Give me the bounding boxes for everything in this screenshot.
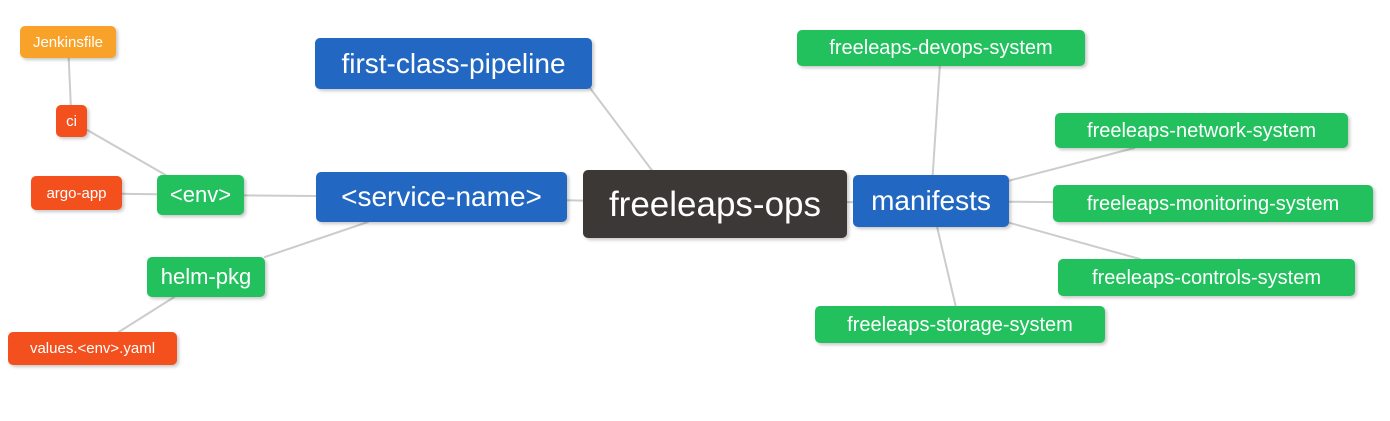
node-label: Jenkinsfile [32,33,104,51]
edge-manifests--freeleaps-devops-system [931,65,941,176]
node-freeleaps-monitoring-system[interactable]: freeleaps-monitoring-system [1053,185,1373,222]
node-first-class-pipeline[interactable]: first-class-pipeline [315,38,592,89]
node-label: freeleaps-storage-system [847,313,1073,336]
node-argo-app[interactable]: argo-app [31,176,122,210]
edge-argo-app--env [121,192,158,196]
node-freeleaps-devops-system[interactable]: freeleaps-devops-system [797,30,1085,66]
node-helm-pkg[interactable]: helm-pkg [147,257,265,297]
node-freeleaps-network-system[interactable]: freeleaps-network-system [1055,113,1348,148]
node-service-name[interactable]: <service-name> [316,172,567,222]
node-label: helm-pkg [160,264,252,289]
node-freeleaps-controls-system[interactable]: freeleaps-controls-system [1058,259,1355,296]
node-freeleaps-storage-system[interactable]: freeleaps-storage-system [815,306,1105,343]
edge-env--service-name [243,194,317,197]
edge-ci--env [86,128,167,176]
node-values-env-yaml[interactable]: values.<env>.yaml [8,332,177,365]
node-label: freeleaps-devops-system [829,37,1053,59]
node-ci[interactable]: ci [56,105,87,137]
node-label: manifests [871,185,991,216]
node-label: values.<env>.yaml [29,340,156,357]
node-env[interactable]: <env> [157,175,244,215]
node-jenkinsfile[interactable]: Jenkinsfile [20,26,116,58]
edge-helm-pkg--service-name [263,221,369,258]
node-label: ci [66,112,77,130]
node-label: freeleaps-network-system [1087,119,1316,142]
edge-values-env-yaml--helm-pkg [117,296,176,333]
node-label: <env> [169,182,232,207]
edge-manifests--freeleaps-storage-system [936,226,957,307]
edge-manifests--freeleaps-controls-system [1008,221,1141,260]
node-label: freeleaps-ops [608,184,822,224]
node-label: <service-name> [341,181,542,212]
node-label: argo-app [46,184,107,202]
node-label: freeleaps-controls-system [1092,266,1321,289]
node-label: first-class-pipeline [341,47,566,79]
edge-jenkinsfile--ci [67,57,72,106]
edge-first-class-pipeline--freeleaps-ops [589,87,653,171]
node-freeleaps-ops[interactable]: freeleaps-ops [583,170,847,238]
node-label: freeleaps-monitoring-system [1086,192,1340,215]
edge-manifests--freeleaps-network-system [1008,147,1136,182]
node-manifests[interactable]: manifests [853,175,1009,227]
